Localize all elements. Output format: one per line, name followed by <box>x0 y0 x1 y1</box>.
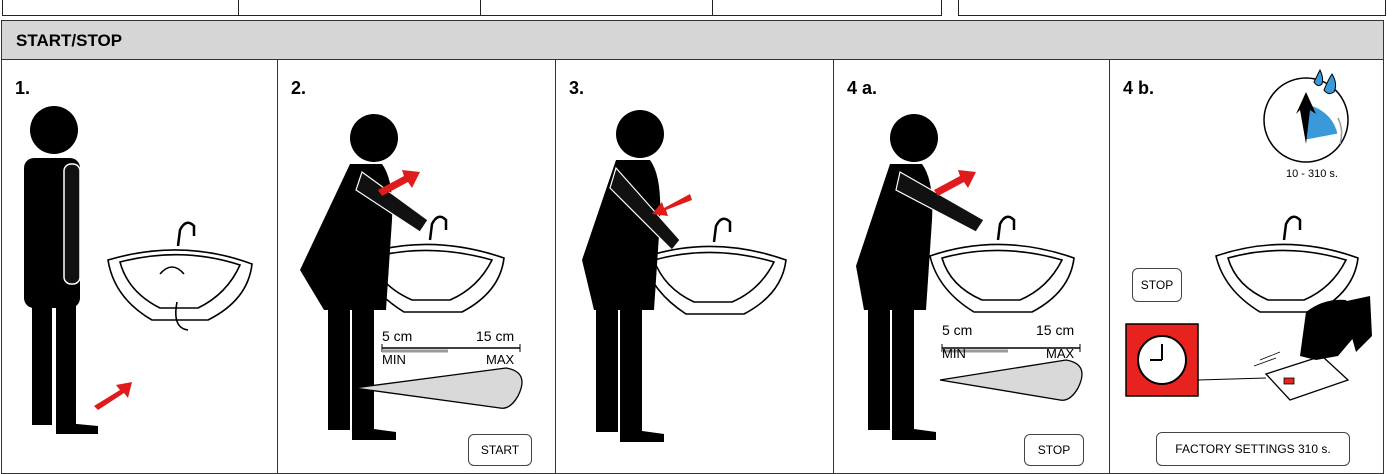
scale-max-distance: 15 cm <box>476 328 514 344</box>
factory-settings-button[interactable]: FACTORY SETTINGS 310 s. <box>1156 432 1350 466</box>
step-panel-2: 2. 5 cm 1 <box>278 60 556 474</box>
stop-button[interactable]: STOP <box>1132 268 1182 302</box>
step-panel-1: 1. <box>2 60 278 474</box>
scale-max-distance: 15 cm <box>1036 322 1074 338</box>
scale-min-distance: 5 cm <box>942 322 972 338</box>
person-figure <box>582 110 680 442</box>
person-hands-withdrawn-illustration <box>556 60 834 474</box>
top-strip <box>0 0 1387 16</box>
stop-button[interactable]: STOP <box>1024 434 1084 466</box>
step-panel-4a: 4 a. 5 cm <box>834 60 1110 474</box>
person-hands-at-sink-illustration <box>834 60 1110 474</box>
sink-icon <box>108 223 252 330</box>
top-cell <box>480 0 714 16</box>
top-cell <box>712 0 942 16</box>
arrow-icon <box>94 382 132 410</box>
scale-max-label: MAX <box>1046 346 1074 361</box>
person-figure <box>856 114 984 440</box>
scale-min-label: MIN <box>382 352 406 367</box>
person-hands-at-sink-illustration <box>278 60 556 474</box>
top-cell <box>2 0 240 16</box>
sink-icon <box>1216 217 1358 312</box>
person-figure <box>24 106 98 434</box>
scale-max-label: MAX <box>486 352 514 367</box>
scale-min-distance: 5 cm <box>382 328 412 344</box>
scale-min-label: MIN <box>942 346 966 361</box>
range-scale <box>382 344 520 352</box>
sensor-beam <box>940 360 1082 400</box>
clock-icon <box>1126 324 1198 396</box>
step-panel-4b: 4 b. <box>1110 60 1385 474</box>
section-header: START/STOP <box>1 20 1384 60</box>
timer-dial-icon <box>1264 78 1348 162</box>
top-cell <box>238 0 482 16</box>
top-cell <box>958 0 1386 16</box>
step-panel-3: 3. <box>556 60 834 474</box>
arrow-icon <box>934 170 976 196</box>
time-range-label: 10 - 310 s. <box>1286 168 1338 180</box>
section-title: START/STOP <box>16 31 122 51</box>
standing-person-sink-illustration <box>2 60 278 474</box>
start-button[interactable]: START <box>468 434 532 466</box>
sensor-beam <box>354 368 522 408</box>
steps-panels: 1. 2. <box>1 60 1384 474</box>
timer-settings-illustration <box>1110 60 1385 474</box>
sink-icon <box>930 217 1074 312</box>
